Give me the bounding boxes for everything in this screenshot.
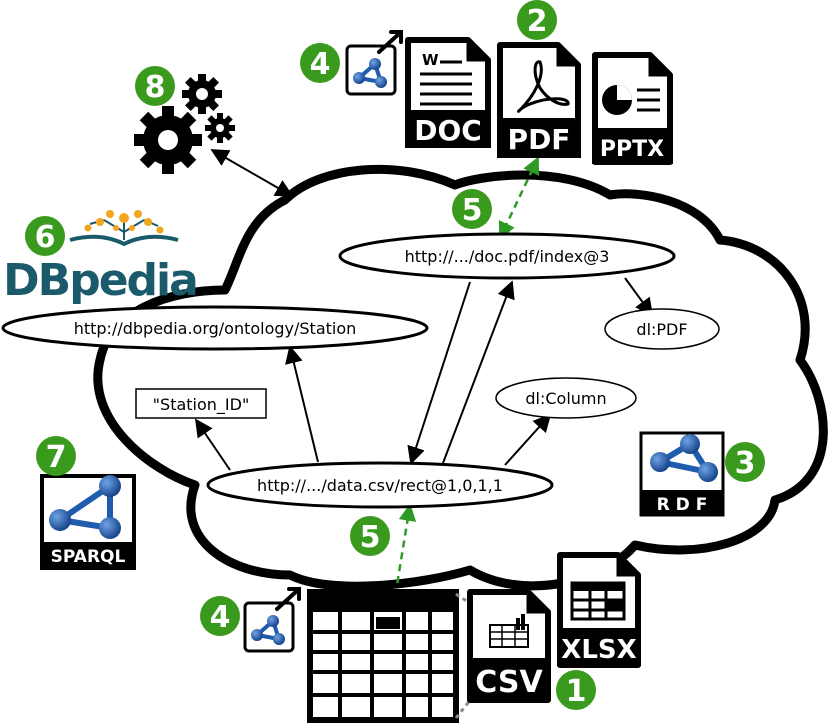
badge-8: 8 <box>135 66 175 106</box>
badge-6: 6 <box>25 216 65 256</box>
node-csv-rect-label: http://.../data.csv/rect@1,0,1,1 <box>257 476 503 495</box>
node-dl-column: dl:Column <box>495 377 637 419</box>
spreadsheet-icon <box>489 614 529 648</box>
link-pdf-to-index <box>498 156 540 240</box>
badge-1: 1 <box>556 670 596 710</box>
sparql-logo: SPARQL <box>40 474 136 570</box>
edge-csv-to-station <box>285 345 319 463</box>
node-station-id-label: "Station_ID" <box>153 395 250 415</box>
pdf-acrobat-icon <box>516 60 570 113</box>
node-pdf-index-label: http://.../doc.pdf/index@3 <box>405 247 610 266</box>
svg-text:7: 7 <box>46 440 67 475</box>
doc-file-label: DOC <box>414 114 482 147</box>
badge-2: 2 <box>517 0 557 40</box>
node-station-id: "Station_ID" <box>135 388 267 419</box>
node-pdf-index: http://.../doc.pdf/index@3 <box>338 232 676 280</box>
sparql-label: SPARQL <box>51 547 126 567</box>
csv-file-icon: CSV <box>467 589 551 703</box>
badge-5-top: 5 <box>452 189 492 229</box>
selected-cell <box>376 617 400 629</box>
doc-w-glyph: W <box>422 51 439 69</box>
edge-pdf-to-csv <box>407 281 471 465</box>
dbpedia-logo: DBpedia <box>3 210 199 306</box>
node-csv-rect: http://.../data.csv/rect@1,0,1,1 <box>206 461 554 509</box>
svg-text:4: 4 <box>210 600 231 635</box>
dbpedia-wordmark: DBpedia <box>3 255 197 306</box>
svg-text:3: 3 <box>735 446 756 481</box>
badge-3: 3 <box>725 442 765 482</box>
pptx-file-icon: PPTX <box>592 52 673 165</box>
pdf-file-label: PDF <box>508 123 571 156</box>
node-dl-column-label: dl:Column <box>525 389 606 408</box>
doc-file-icon: W DOC <box>405 37 491 148</box>
dbpedia-book-icon <box>69 210 179 247</box>
xlsx-file-label: XLSX <box>561 635 636 665</box>
svg-text:5: 5 <box>462 193 483 228</box>
edge-csv-to-column <box>504 413 552 466</box>
export-graph-icon-bottom <box>243 587 301 653</box>
node-dbpedia-station: http://dbpedia.org/ontology/Station <box>1 305 429 351</box>
pdf-file-icon: PDF <box>497 42 581 158</box>
link-csv-to-table <box>383 503 417 630</box>
svg-text:4: 4 <box>310 47 331 82</box>
badge-7: 7 <box>36 436 76 476</box>
edge-gears-to-cloud <box>210 149 294 197</box>
svg-text:1: 1 <box>566 674 587 709</box>
rdf-label: R D F <box>657 495 708 515</box>
csv-file-label: CSV <box>475 665 543 700</box>
badge-4-top: 4 <box>300 43 340 83</box>
svg-text:8: 8 <box>145 70 166 105</box>
badge-5-bottom: 5 <box>350 516 390 556</box>
edge-csv-to-pdf <box>442 280 515 464</box>
edge-csv-to-stationid <box>194 418 231 471</box>
node-dl-pdf: dl:PDF <box>604 308 720 350</box>
table-icon <box>307 589 459 723</box>
graph-edges <box>194 149 654 630</box>
svg-text:6: 6 <box>35 220 56 255</box>
gears-icon <box>134 74 235 174</box>
node-dbpedia-station-label: http://dbpedia.org/ontology/Station <box>74 319 357 338</box>
svg-text:2: 2 <box>527 4 548 39</box>
edge-pdf-to-dlpdf <box>624 277 654 317</box>
rdf-logo: R D F <box>639 431 725 517</box>
presentation-icon <box>602 85 660 115</box>
spreadsheet-grid-icon <box>570 581 626 621</box>
svg-text:5: 5 <box>360 520 381 555</box>
export-graph-icon <box>345 30 403 96</box>
xlsx-file-icon: XLSX <box>557 552 641 668</box>
knowledge-graph-cloud <box>93 164 828 591</box>
pptx-file-label: PPTX <box>600 137 664 162</box>
badge-4-bottom: 4 <box>200 596 240 636</box>
node-dl-pdf-label: dl:PDF <box>636 320 687 339</box>
